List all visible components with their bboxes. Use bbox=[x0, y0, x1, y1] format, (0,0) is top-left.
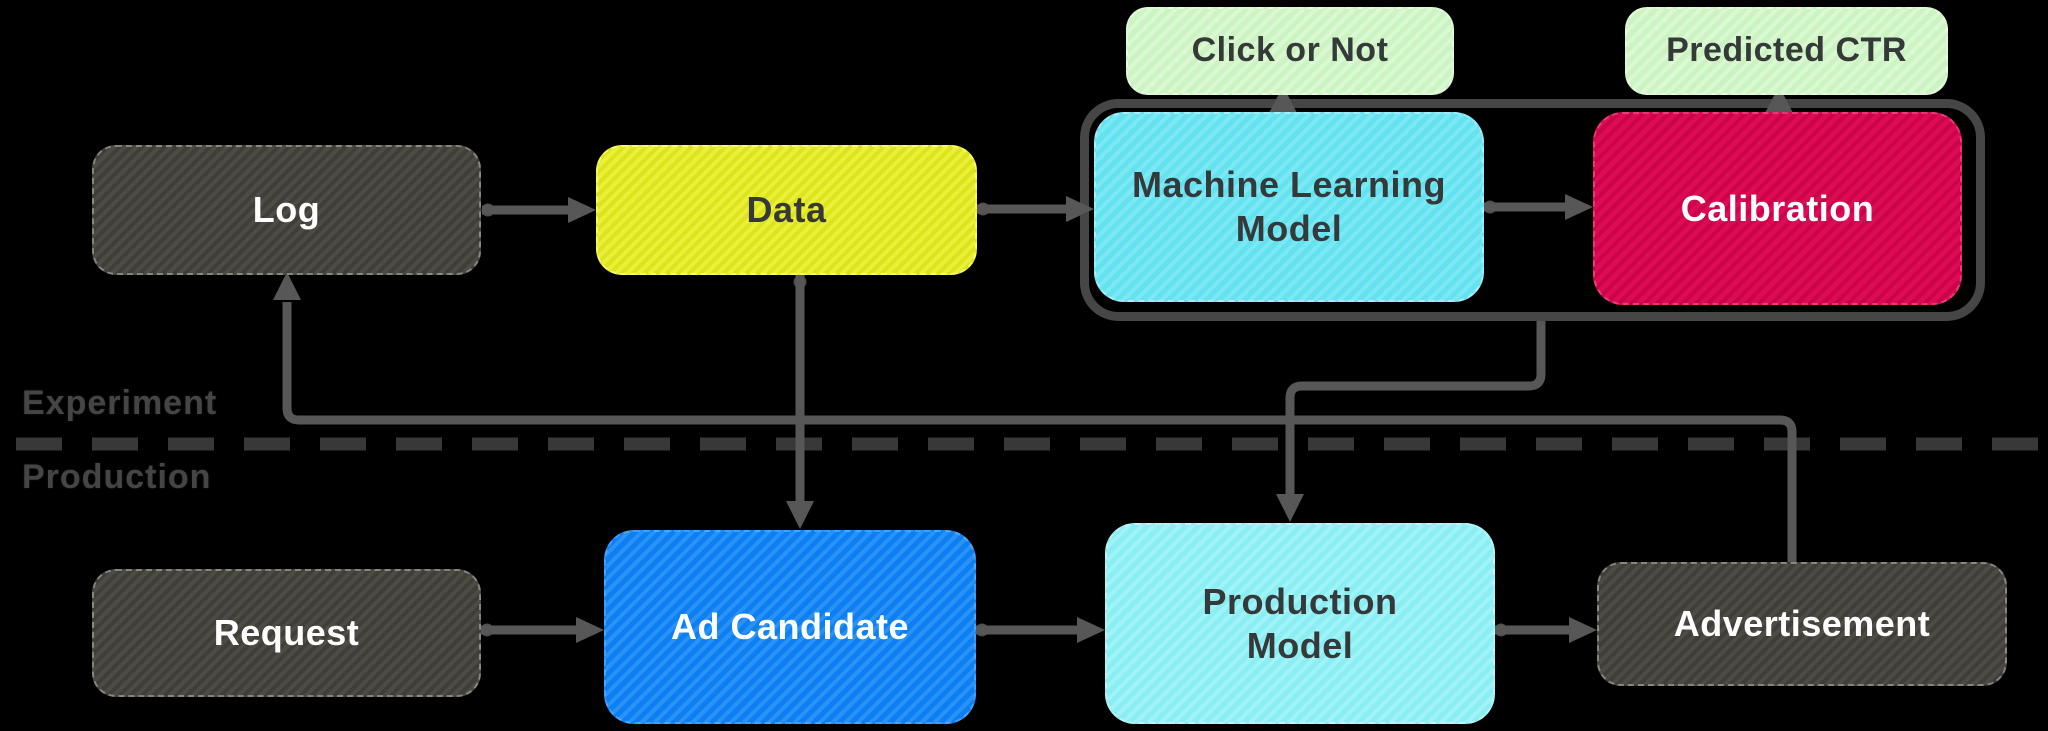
arrow-data-to-ad-candidate bbox=[786, 275, 814, 529]
node-production-model: Production Model bbox=[1105, 523, 1495, 724]
node-production-model-label: Production Model bbox=[1202, 580, 1398, 666]
arrow-experiment-group-to-production-model bbox=[1276, 321, 1546, 522]
node-machine-learning-model-label: Machine Learning Model bbox=[1131, 164, 1447, 249]
node-advertisement-label: Advertisement bbox=[1673, 603, 1931, 645]
node-advertisement: Advertisement bbox=[1597, 562, 2007, 686]
arrow-production-model-to-advertisement bbox=[1494, 617, 1597, 643]
arrow-advertisement-to-log-feedback bbox=[273, 272, 1797, 562]
node-request-label: Request bbox=[213, 612, 360, 654]
node-calibration-label: Calibration bbox=[1680, 187, 1875, 229]
node-data: Data bbox=[596, 145, 977, 275]
node-log-label: Log bbox=[252, 189, 321, 231]
node-calibration: Calibration bbox=[1593, 112, 1962, 305]
node-ad-candidate-label: Ad Candidate bbox=[670, 606, 909, 648]
node-click-or-not-label: Click or Not bbox=[1191, 31, 1389, 70]
node-ad-candidate: Ad Candidate bbox=[604, 530, 976, 724]
arrow-log-to-data bbox=[481, 197, 596, 223]
node-predicted-ctr: Predicted CTR bbox=[1625, 7, 1948, 95]
production-section-label: Production bbox=[22, 458, 212, 496]
node-click-or-not: Click or Not bbox=[1126, 7, 1454, 95]
node-machine-learning-model: Machine Learning Model bbox=[1094, 112, 1484, 302]
arrow-ad-candidate-to-production-model bbox=[975, 617, 1105, 643]
experiment-section-label: Experiment bbox=[22, 384, 218, 422]
node-request: Request bbox=[92, 569, 481, 697]
node-log: Log bbox=[92, 145, 481, 275]
node-data-label: Data bbox=[746, 189, 827, 231]
arrow-request-to-ad-candidate bbox=[480, 617, 604, 643]
arrow-data-to-ml-model bbox=[976, 196, 1094, 222]
node-predicted-ctr-label: Predicted CTR bbox=[1666, 31, 1907, 70]
arrow-ml-model-to-calibration bbox=[1483, 194, 1593, 220]
